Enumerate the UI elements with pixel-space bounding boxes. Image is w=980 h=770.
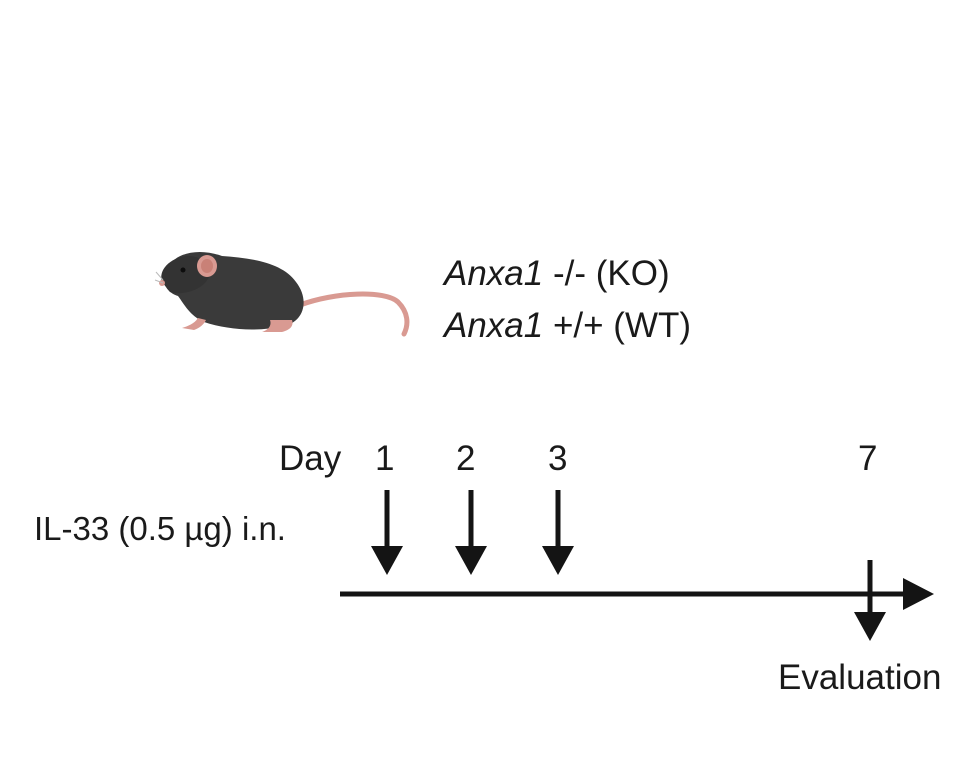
genotype-wt: Anxa1 +/+ (WT) [444,308,691,343]
timeline-arrowhead [903,578,934,610]
treatment-label: IL-33 (0.5 µg) i.n. [34,510,286,547]
mouse-back-foot [262,320,293,332]
genotype-ko-gene: Anxa1 [444,254,544,293]
day-7-label: 7 [858,439,878,478]
mouse-front-foot [182,318,206,330]
day-label: Day [279,439,342,478]
day-1-label: 1 [375,439,395,478]
genotype-ko-label: -/- (KO) [543,254,670,293]
injection-arrow-day-2 [455,490,487,575]
day-2-label: 2 [456,439,476,478]
day-3-label: 3 [548,439,568,478]
genotype-ko: Anxa1 -/- (KO) [444,256,670,291]
mouse-eye [180,267,186,273]
evaluation-arrow-day-7 [854,560,886,641]
evaluation-label: Evaluation [778,658,942,697]
genotype-wt-gene: Anxa1 [444,306,544,345]
mouse-tail [297,291,410,337]
injection-arrow-day-1 [371,490,403,575]
genotype-wt-label: +/+ (WT) [543,306,692,345]
injection-arrow-day-3 [542,490,574,575]
